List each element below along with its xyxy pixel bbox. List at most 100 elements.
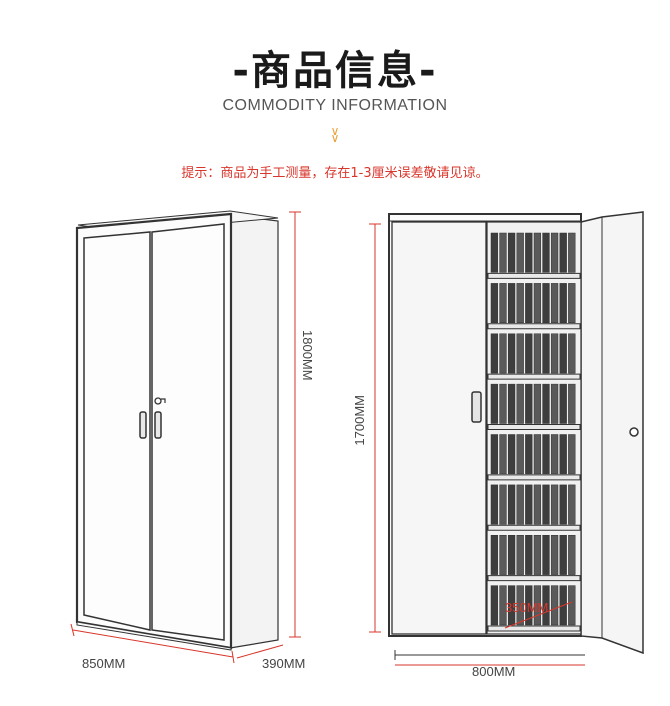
binder [516,484,524,525]
binder [533,585,542,626]
binder [499,535,507,575]
open-cabinet [388,211,644,660]
binder [559,434,567,475]
binder [559,283,567,323]
closed-cabinet [75,210,279,651]
binder [533,333,542,374]
binder [507,484,516,525]
binder [542,283,550,323]
binder [525,434,533,475]
binder [525,333,533,374]
binder [490,535,499,575]
closed-dimension-lines [70,211,301,664]
binder [499,283,507,323]
binder [490,333,499,374]
binder [525,232,533,273]
binder [516,535,524,575]
shelf [487,373,581,380]
shelf [487,424,581,430]
binder [533,232,542,273]
height-label-closed: 1800MM [300,330,315,381]
binder [499,484,507,525]
measurement-notice: 提示：商品为手工测量，存在1-3厘米误差敬请见谅。 [181,166,489,181]
binder [525,585,533,626]
binder [499,434,507,475]
page-subtitle: COMMODITY INFORMATION [222,97,448,114]
binder [559,333,567,374]
binder [533,383,542,424]
binder [525,535,533,575]
binder [568,484,576,525]
binder [490,232,499,273]
binder [507,383,516,424]
open-dimension-lines [369,223,585,666]
binder [550,484,559,525]
binder [568,535,576,575]
binder [550,333,559,374]
shelf [487,323,581,330]
shelf-depth-label: 350MM [505,600,549,615]
binder [559,484,567,525]
binder [525,383,533,424]
binder [533,484,542,525]
shelf [487,575,581,582]
binder [490,484,499,525]
binder [525,283,533,323]
binder [568,383,576,424]
binder [507,232,516,273]
binder [507,333,516,374]
binder [550,434,559,475]
binder [490,383,499,424]
binder [542,333,550,374]
binder [533,535,542,575]
shelf [487,474,581,481]
binder [516,383,524,424]
binder [516,434,524,475]
binder [550,383,559,424]
binder [533,434,542,475]
page-title: -商品信息- [232,48,438,94]
binder [525,484,533,525]
binder [490,283,499,323]
height-label-open: 1700MM [352,395,367,446]
binder [542,434,550,475]
binder [568,434,576,475]
binder [516,283,524,323]
binder [499,333,507,374]
binder [568,283,576,323]
binder [516,333,524,374]
binder [542,484,550,525]
binder [507,283,516,323]
binder [499,232,507,273]
binder [559,232,567,273]
binder [550,585,559,626]
binder [499,383,507,424]
binder [490,585,499,626]
binder [499,585,507,626]
width-label-open: 800MM [472,664,516,679]
depth-label-closed: 390MM [262,656,306,671]
binder [516,232,524,273]
shelf [487,272,581,279]
width-label-closed: 850MM [82,656,126,671]
binder [490,434,499,475]
binder [542,383,550,424]
binder [542,585,550,626]
binder [533,283,542,323]
shelf [487,625,581,632]
binder [559,535,567,575]
binder [559,383,567,424]
binder [550,232,559,273]
binder [568,232,576,273]
binder [542,535,550,575]
shelf [487,524,581,531]
binder [542,232,550,273]
binder [568,333,576,374]
binder [550,283,559,323]
binder [550,535,559,575]
binder [516,585,524,626]
binder [507,535,516,575]
binder [507,434,516,475]
binder [568,585,576,626]
